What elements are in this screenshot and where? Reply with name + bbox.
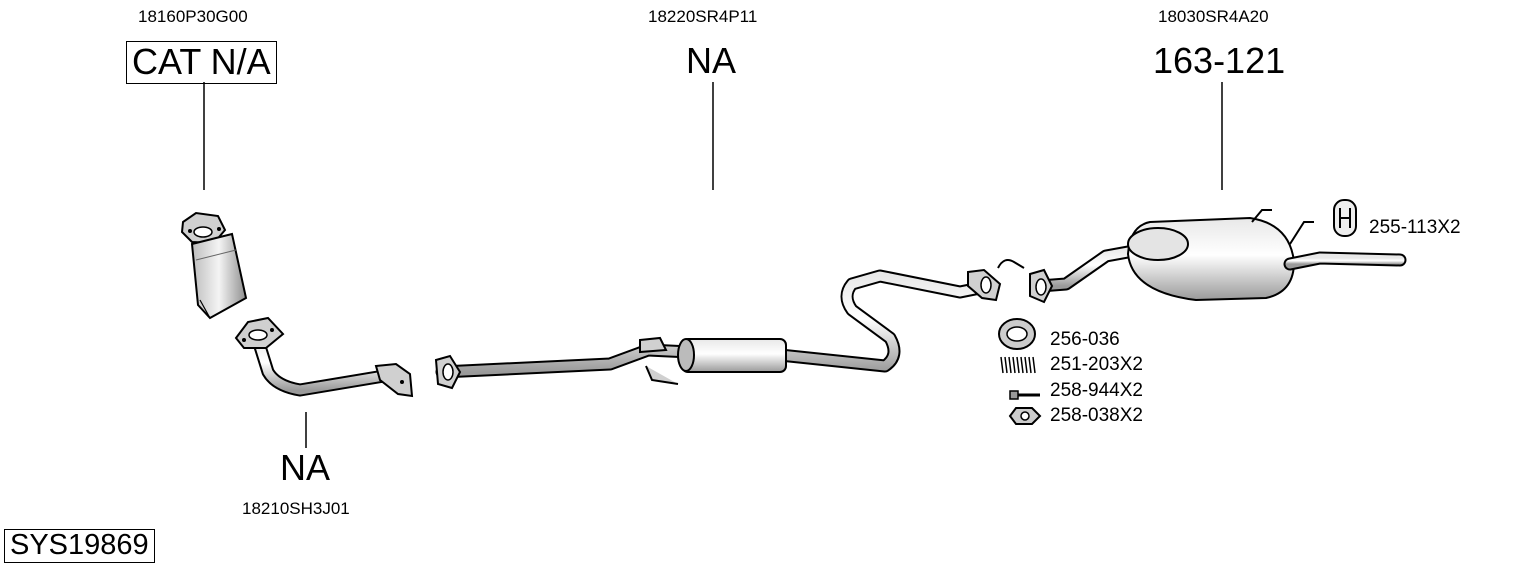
centre-pipe-oem-number: 18220SR4P11 bbox=[648, 7, 758, 26]
front-pipe[interactable] bbox=[234, 316, 414, 398]
nut-icon bbox=[1008, 407, 1042, 425]
gasket-ring-icon bbox=[998, 318, 1036, 350]
front-pipe-oem-number: 18210SH3J01 bbox=[242, 499, 350, 518]
accessory-label-bolt[interactable]: 258-944X2 bbox=[1050, 380, 1143, 401]
centre-pipe[interactable] bbox=[434, 259, 1025, 390]
accessory-label-gasket[interactable]: 256-036 bbox=[1050, 329, 1120, 350]
accessory-label-nut[interactable]: 258-038X2 bbox=[1050, 405, 1143, 426]
catalyst-oem-number: 18160P30G00 bbox=[138, 7, 248, 26]
catalytic-converter[interactable] bbox=[180, 211, 248, 320]
leader-lines bbox=[203, 82, 1223, 448]
rear-silencer-oem-number: 18030SR4A20 bbox=[1158, 7, 1269, 26]
front-pipe-ref[interactable]: NA bbox=[280, 447, 331, 488]
system-code-box: SYS19869 bbox=[4, 529, 155, 563]
centre-pipe-ref[interactable]: NA bbox=[686, 40, 737, 81]
rear-silencer[interactable] bbox=[1029, 209, 1407, 304]
bolt-icon bbox=[1009, 390, 1040, 400]
rubber-hanger-icon bbox=[1333, 199, 1357, 237]
accessory-label-spring[interactable]: 251-203X2 bbox=[1050, 354, 1143, 375]
spring-icon bbox=[1000, 356, 1036, 374]
rear-silencer-ref[interactable]: 163-121 bbox=[1153, 40, 1286, 81]
accessory-label-hanger[interactable]: 255-113X2 bbox=[1369, 217, 1461, 238]
catalyst-ref-box[interactable]: CAT N/A bbox=[126, 41, 277, 84]
